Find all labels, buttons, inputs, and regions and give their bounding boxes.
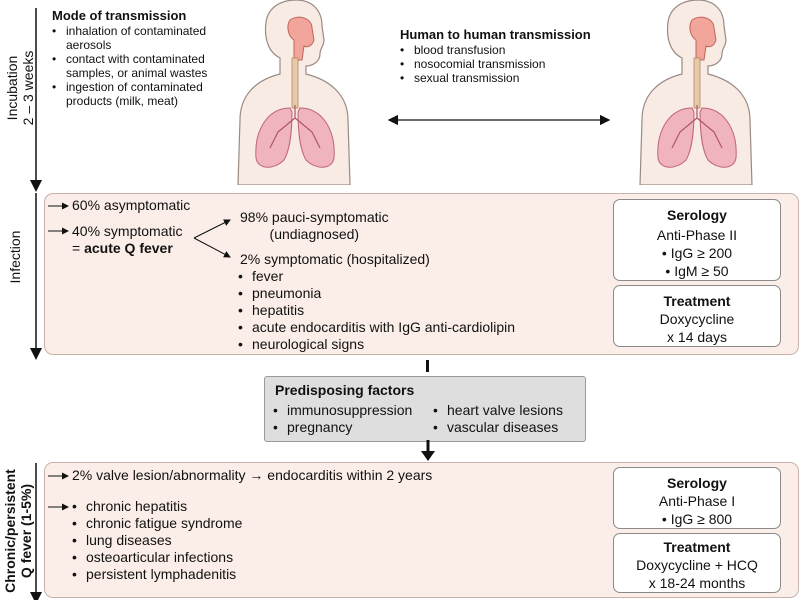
asymptomatic-text: 60% asymptomatic: [72, 197, 191, 213]
list-item: acute endocarditis with IgG anti-cardiol…: [238, 319, 515, 336]
acute-treatment-box: Treatment Doxycycline x 14 days: [613, 285, 781, 347]
acute-q-fever: acute Q fever: [84, 240, 173, 256]
hospitalized-text: 2% symptomatic (hospitalized): [240, 251, 430, 267]
treatment-drug: Doxycycline + HCQ: [636, 557, 758, 573]
human-figure-left: [237, 0, 351, 185]
predisposing-factors-box: Predisposing factors immunosuppression p…: [264, 376, 586, 442]
treatment-duration: x 18-24 months: [648, 575, 746, 591]
treatment-title: Treatment: [663, 293, 731, 309]
predisposing-col1: immunosuppression pregnancy: [273, 402, 412, 436]
infection-label: Infection: [7, 230, 23, 284]
serology-title: Serology: [667, 207, 727, 223]
list-item: lung diseases: [72, 532, 242, 549]
serology-item: • IgM ≥ 50: [665, 263, 729, 279]
serology-title: Serology: [667, 475, 727, 491]
connector-bar: [426, 360, 429, 372]
list-item: vascular diseases: [433, 419, 563, 436]
mode-of-transmission: Mode of transmission inhalation of conta…: [52, 8, 232, 108]
treatment-title: Treatment: [663, 539, 731, 555]
acute-serology-box: Serology Anti-Phase II • IgG ≥ 200 • IgM…: [613, 199, 781, 281]
incubation-label: Incubation 2 – 3 weeks: [4, 50, 36, 126]
pauci-symptomatic-text: 98% pauci-symptomatic (undiagnosed): [240, 209, 389, 242]
list-item: immunosuppression: [273, 402, 412, 419]
list-item: contact with contaminated samples, or an…: [52, 52, 232, 80]
treatment-drug: Doxycycline: [659, 311, 735, 327]
double-arrow: [387, 114, 611, 126]
human-to-human-transmission: Human to human transmission blood transf…: [400, 27, 620, 85]
chronic-label: Chronic/persistent Q fever (1-5%): [2, 469, 34, 593]
predisposing-col2: heart valve lesions vascular diseases: [433, 402, 563, 436]
serology-item: • IgG ≥ 800: [661, 511, 733, 527]
list-item: persistent lymphadenitis: [72, 566, 242, 583]
mode-list: inhalation of contaminated aerosols cont…: [52, 24, 232, 108]
valve-lesion-text: 2% valve lesion/abnormality → endocardit…: [72, 467, 433, 483]
symptomatic-text: 40% symptomatic = acute Q fever: [72, 223, 183, 256]
serology-phase: Anti-Phase I: [658, 493, 736, 509]
list-item: ingestion of contaminated products (milk…: [52, 80, 232, 108]
infection-arrows: [48, 202, 231, 258]
list-item: sexual transmission: [400, 71, 620, 85]
list-item: neurological signs: [238, 336, 515, 353]
chronic-arrows: [48, 472, 69, 511]
list-item: hepatitis: [238, 302, 515, 319]
chronic-serology-box: Serology Anti-Phase I • IgG ≥ 800: [613, 467, 781, 529]
chronic-list: chronic hepatitis chronic fatigue syndro…: [72, 498, 242, 583]
list-item: heart valve lesions: [433, 402, 563, 419]
h2h-list: blood transfusion nosocomial transmissio…: [400, 43, 620, 85]
timeline-arrows: [30, 8, 42, 600]
human-figure-right: [639, 0, 753, 185]
h2h-title: Human to human transmission: [400, 27, 591, 42]
list-item: pregnancy: [273, 419, 412, 436]
down-arrow: [421, 440, 435, 461]
clinical-signs-list: fever pneumonia hepatitis acute endocard…: [238, 268, 515, 353]
serology-phase: Anti-Phase II: [656, 227, 738, 243]
mode-title: Mode of transmission: [52, 8, 187, 23]
list-item: inhalation of contaminated aerosols: [52, 24, 232, 52]
list-item: fever: [238, 268, 515, 285]
list-item: pneumonia: [238, 285, 515, 302]
list-item: blood transfusion: [400, 43, 620, 57]
treatment-duration: x 14 days: [667, 329, 727, 345]
predisposing-title: Predisposing factors: [275, 382, 415, 398]
list-item: nosocomial transmission: [400, 57, 620, 71]
chronic-treatment-box: Treatment Doxycycline + HCQ x 18-24 mont…: [613, 533, 781, 593]
serology-item: • IgG ≥ 200: [661, 245, 733, 261]
list-item: chronic hepatitis: [72, 498, 242, 515]
list-item: osteoarticular infections: [72, 549, 242, 566]
list-item: chronic fatigue syndrome: [72, 515, 242, 532]
